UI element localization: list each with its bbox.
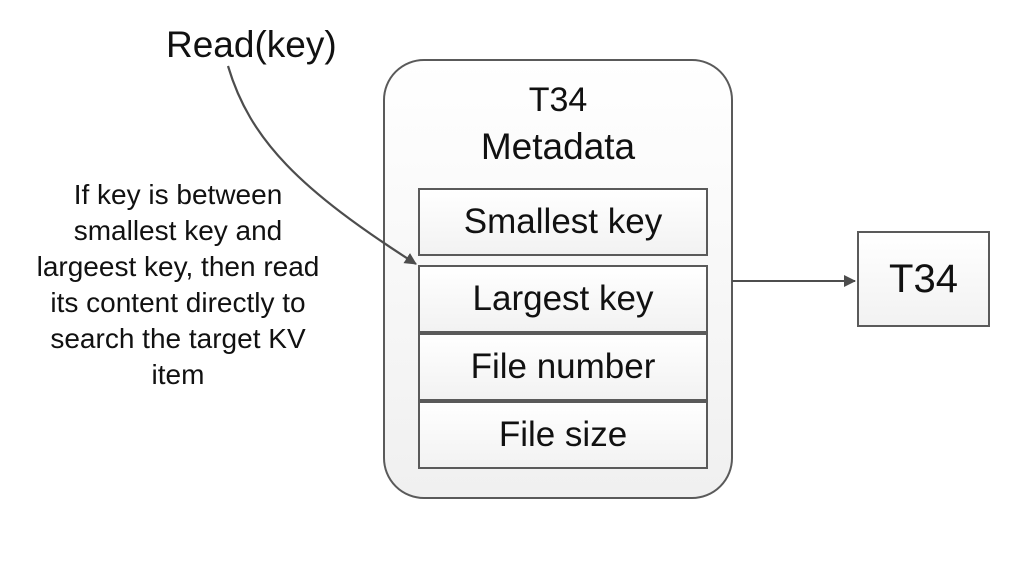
note-line: smallest key and [73, 215, 283, 246]
field-smallest-key: Smallest key [418, 188, 708, 256]
field-file-number: File number [418, 333, 708, 401]
note-line: search the target KV [50, 323, 306, 354]
search-note: If key is between smallest key and large… [0, 177, 356, 393]
note-line: largeest key, then read [36, 251, 320, 282]
note-line: its content directly to [50, 287, 306, 318]
metadata-table-id: T34 [528, 81, 588, 119]
field-largest-key: Largest key [418, 265, 708, 333]
metadata-title: Metadata [480, 126, 636, 167]
note-line: If key is between [73, 179, 283, 210]
target-table-box: T34 [857, 231, 990, 327]
note-line: item [151, 359, 205, 390]
target-table-label: T34 [889, 256, 958, 301]
field-file-size: File size [418, 401, 708, 469]
read-key-label: Read(key) [166, 24, 337, 65]
